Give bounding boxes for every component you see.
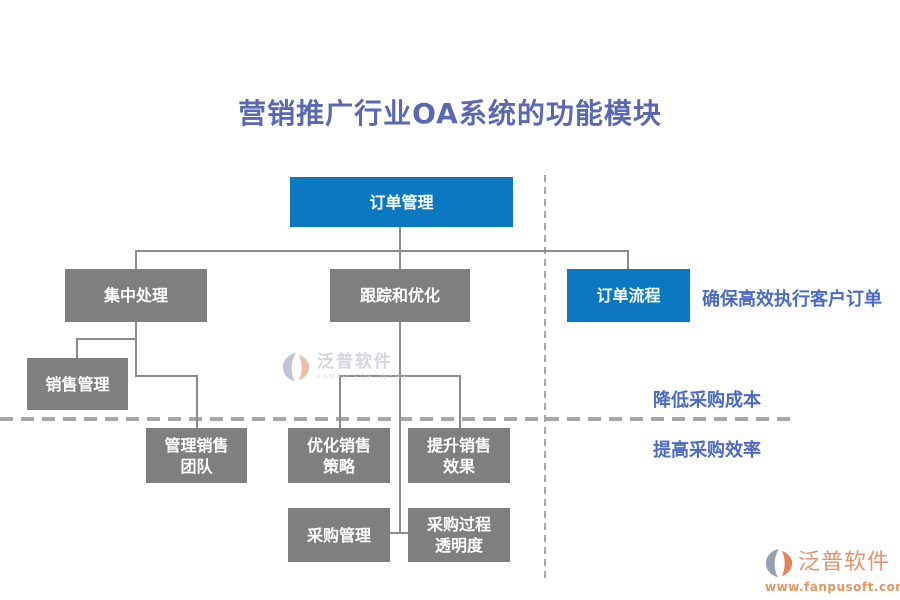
watermark-url: www.fanpusoft.com [765,580,900,594]
watermark-brand: 泛普软件 [798,550,891,575]
node-order-management: 订单管理 [290,177,513,227]
connector [76,338,137,340]
connector [135,322,137,377]
fanpu-logo-icon [282,352,312,386]
connector [135,250,137,269]
page-title: 营销推广行业OA系统的功能模块 [238,97,662,130]
connector [390,532,408,534]
connector [76,338,78,358]
connector [399,250,401,269]
vertical-dashed-divider [544,175,546,578]
watermark-center: 泛普软件 FANPU SOFTWARE [282,352,409,386]
connector [196,375,198,428]
connector [135,375,197,377]
annotation-order-process: 确保高效执行客户订单 [702,289,882,310]
watermark-center-text: 泛普软件 FANPU SOFTWARE [317,352,409,381]
connector [339,375,341,428]
connector [399,322,401,534]
connector [459,375,461,428]
node-improve-sales-effect: 提升销售 效果 [408,428,510,483]
node-procurement-management: 采购管理 [288,508,390,562]
watermark-corner: 泛普软件 www.fanpusoft.com [765,548,900,594]
node-optimize-sales-strategy: 优化销售 策略 [288,428,390,483]
node-procurement-transparency: 采购过程 透明度 [408,508,510,562]
watermark-tagline: FANPU SOFTWARE [317,373,409,381]
node-centralized-processing: 集中处理 [65,269,207,322]
connector [339,375,461,377]
annotation-improve-procurement-efficiency: 提高采购效率 [653,440,761,461]
watermark-brand: 泛普软件 [317,352,393,372]
annotation-reduce-procurement-cost: 降低采购成本 [653,390,761,411]
connector [399,226,401,251]
fanpu-logo-icon [765,548,795,582]
node-manage-sales-team: 管理销售 团队 [146,428,247,483]
node-order-process: 订单流程 [567,269,690,322]
node-tracking-optimization: 跟踪和优化 [330,269,470,322]
horizontal-dashed-divider [0,417,790,421]
connector [135,250,629,252]
node-sales-management: 销售管理 [27,358,128,410]
connector [627,250,629,269]
